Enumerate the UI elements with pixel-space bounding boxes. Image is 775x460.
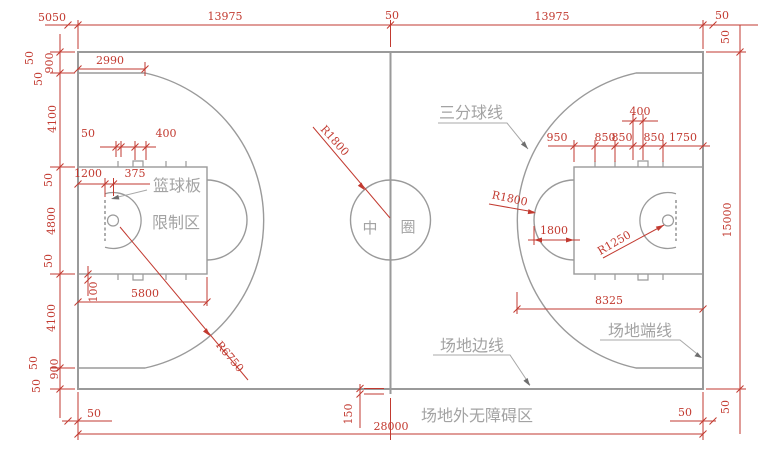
restricted-arc-left: [104, 191, 142, 250]
label-center-circle-char2: 圈: [400, 218, 415, 236]
dim-5800: 5800: [131, 287, 159, 300]
dim-right-50-bottom: 50: [719, 400, 732, 414]
dim-right-50-top: 50: [719, 30, 732, 44]
dim-bottom-50-left: 50: [87, 407, 101, 420]
label-leaders: [111, 122, 702, 386]
dim-top-13975-left: 13975: [208, 10, 243, 23]
leader-r6750: [119, 226, 249, 381]
leader-endline-label: [600, 339, 702, 358]
arrow-r1250: [655, 225, 664, 231]
arrow-sideline-label: [523, 378, 530, 386]
leader-backboard-label: [113, 189, 148, 199]
dim-r1250: R1250: [595, 228, 633, 257]
dim-50-lane-left: 50: [81, 127, 95, 140]
dim-left-50-c: 50: [42, 173, 55, 187]
dim-bottom-28000: 28000: [374, 420, 409, 433]
leader-sideline-label: [433, 354, 531, 386]
dim-left-4100-bottom: 4100: [45, 304, 58, 332]
center-circle: [349, 179, 432, 261]
free-throw-arc-right: [533, 179, 575, 261]
dim-left-50-f: 50: [30, 379, 43, 393]
dim-r6750: R6750: [213, 339, 246, 375]
dimension-tick-marks: [56, 21, 744, 438]
dim-left-50-b: 50: [32, 72, 45, 86]
court-lines: [77, 51, 704, 394]
dim-850-c: 850: [644, 131, 665, 144]
leader-three-point-label: [438, 122, 529, 150]
dim-left-50-e: 50: [27, 356, 40, 370]
label-obstacle-free-zone: 场地外无障碍区: [421, 406, 533, 425]
label-three-point-line: 三分球线: [439, 103, 503, 122]
dim-8325: 8325: [595, 294, 623, 307]
dim-850-b: 850: [612, 131, 633, 144]
dim-left-4800: 4800: [45, 207, 58, 235]
dimension-lines: [45, 20, 758, 440]
dim-150: 150: [342, 404, 355, 425]
label-restricted-area: 限制区: [152, 213, 200, 232]
arrow-r1800-right: [527, 209, 536, 215]
dim-left-50-d: 50: [42, 254, 55, 268]
dim-1750: 1750: [669, 131, 697, 144]
label-backboard: 篮球板: [153, 176, 201, 195]
dim-375: 375: [125, 167, 146, 180]
label-center-circle-char1: 中: [362, 219, 377, 237]
dim-right-15000: 15000: [721, 203, 734, 238]
key-right: [573, 166, 704, 275]
leader-r1800-right: [488, 203, 535, 213]
labels: 三分球线 篮球板 限制区 中 圈 场地边线 场地端线 场地外无障碍区: [152, 103, 672, 425]
three-point-line-right: [516, 72, 703, 369]
arrow-1800-right: [566, 237, 574, 243]
label-endline: 场地端线: [608, 321, 672, 340]
lane-hash-marks-right: [594, 160, 664, 281]
dim-left-900-bottom: 900: [48, 359, 61, 380]
three-point-line-left: [78, 72, 265, 369]
leader-r1800-center: [312, 126, 391, 219]
dim-top-13975-right: 13975: [535, 10, 570, 23]
dim-2990: 2990: [96, 54, 124, 67]
dim-left-4100-top: 4100: [46, 105, 59, 133]
dim-bottom-50-right: 50: [678, 406, 692, 419]
dim-100: 100: [87, 282, 100, 303]
arrow-r1800-center: [357, 182, 365, 191]
dim-top-50-right: 50: [715, 9, 729, 22]
arrow-backboard-label: [111, 194, 120, 200]
dim-850-a: 850: [595, 131, 616, 144]
label-sideline: 场地边线: [440, 336, 504, 355]
lane-hash-marks-left: [117, 160, 187, 281]
arrow-endline-label: [694, 352, 702, 358]
dim-400-lane-left: 400: [156, 127, 177, 140]
dim-left-900-top: 900: [43, 53, 56, 74]
free-throw-arc-left: [206, 179, 248, 261]
restricted-arc-right: [639, 191, 677, 250]
dim-left-50-a: 50: [23, 51, 36, 65]
dim-1800: 1800: [540, 224, 568, 237]
dim-top-50-outer: 50: [38, 11, 52, 24]
extension-lines: [50, 20, 746, 440]
dim-top-50-inner: 50: [52, 11, 66, 24]
arrow-1800-left: [534, 237, 542, 243]
arrow-r6750: [203, 328, 210, 336]
dim-1200: 1200: [74, 167, 102, 180]
hoop-right: [661, 214, 675, 227]
dim-950: 950: [547, 131, 568, 144]
arrow-three-point-label: [520, 141, 528, 149]
dim-400-lane-right: 400: [630, 105, 651, 118]
dim-top-50-center: 50: [385, 9, 399, 22]
hoop-left: [106, 214, 120, 227]
leader-r1250: [602, 224, 665, 259]
